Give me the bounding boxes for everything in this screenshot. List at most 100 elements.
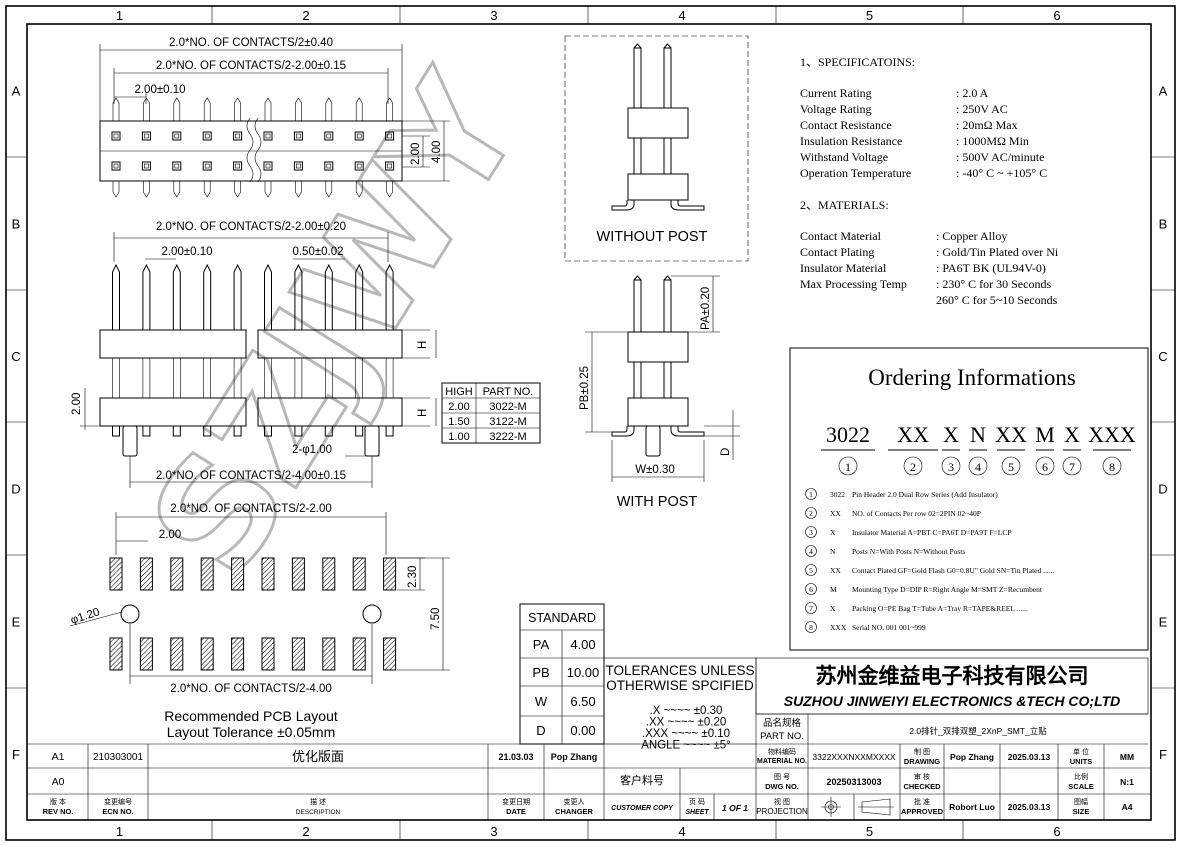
order-code-number: 1	[845, 460, 851, 474]
dim-mid-h2: H	[417, 409, 429, 417]
approved-label-en: APPROVED	[901, 807, 944, 816]
order-code-segment: 3022	[826, 422, 870, 447]
dim-pcb-height: 7.50	[430, 608, 442, 630]
order-item-circle	[805, 488, 817, 500]
top-pin	[386, 181, 393, 198]
grid-col-top: 3	[490, 8, 497, 23]
high-cell: 2.00	[448, 401, 469, 413]
order-item-code: X	[830, 528, 836, 537]
grid-col-top: 4	[678, 8, 685, 23]
dim-pcb-pitch: 2.00	[159, 529, 181, 541]
pcb-pad	[352, 557, 366, 591]
top-pin-square	[172, 161, 182, 171]
material-label: Contact Plating	[800, 245, 874, 259]
top-pin-square	[263, 161, 273, 171]
dim-mid-left: 2.00	[71, 393, 83, 415]
sheet-label-cn: 页 码	[689, 798, 705, 806]
order-code-number: 4	[975, 460, 981, 474]
watermark: SZJWY	[118, 46, 557, 604]
material-label-en: MATERIAL NO.	[757, 758, 807, 765]
label-without-post: WITHOUT POST	[597, 229, 708, 245]
front-pin-tail	[233, 425, 242, 437]
top-pin	[325, 181, 333, 198]
part-value: 2.0排针_双排双塑_2XnP_SMT_立贴	[909, 726, 1047, 736]
standard-key: PB	[532, 665, 549, 680]
tol-line: ANGLE ~~~~ ±5°	[641, 740, 731, 752]
dim-top-span: 2.0*NO. OF CONTACTS/2-2.00±0.15	[156, 60, 346, 72]
top-pin	[295, 181, 302, 198]
order-item-num: 7	[809, 604, 813, 613]
high-header-high: HIGH	[445, 386, 473, 398]
standard-key: PA	[533, 637, 550, 652]
front-pin	[294, 263, 303, 330]
top-pin	[325, 97, 333, 121]
order-code-number-circle	[903, 456, 923, 476]
company-block: 苏州金维益电子科技有限公司 SUZHOU JINWEIYI ELECTRONIC…	[755, 657, 1149, 715]
grid-col-top: 6	[1053, 8, 1060, 23]
units-value: MM	[1120, 752, 1134, 762]
order-item-num: 3	[809, 528, 813, 537]
dim-pcb-span: 2.0*NO. OF CONTACTS/2-2.00	[170, 503, 331, 515]
spec-heading: 1、SPECIFICATOINS:	[800, 55, 915, 69]
drawing-value: Pop Zhang	[950, 752, 994, 762]
rev-a1-date: 21.03.03	[498, 752, 533, 762]
pcb-pad	[261, 557, 275, 591]
rev-header-en: DESCRIPTION	[296, 809, 341, 816]
pcb-pad	[109, 557, 123, 591]
spec-value: : 250V AC	[956, 102, 1008, 116]
order-item-code: XX	[830, 566, 841, 575]
pcb-pad	[383, 557, 397, 591]
top-pin	[112, 97, 120, 121]
top-pin-square	[233, 161, 243, 171]
front-pin-tail	[172, 425, 181, 437]
grid-row-right: E	[1159, 615, 1168, 630]
side-view-with-post: PA±0.20 PB±0.25 W±0.30 D WITH POST	[579, 275, 740, 510]
dim-d: D	[720, 448, 732, 456]
order-code-segment: X	[943, 422, 959, 447]
specifications: 1、SPECIFICATOINS: Current Rating: 2.0 AV…	[800, 55, 1059, 307]
top-pin-square	[141, 161, 151, 171]
size-label-en: SIZE	[1073, 807, 1090, 816]
order-code-segment: N	[970, 422, 986, 447]
front-view: 2.0*NO. OF CONTACTS/2-2.00±0.20 2.00±0.1…	[71, 221, 437, 488]
customer-copy: CUSTOMER COPY	[611, 805, 674, 812]
high-cell: 3222-M	[489, 431, 526, 443]
grid-col-bottom: 6	[1053, 824, 1060, 839]
order-item-desc: Mounting Type D=DIP R=Right Angle M=SMT …	[852, 585, 1043, 594]
tol-line: .XXX ~~~~ ±0.10	[642, 728, 730, 740]
pcb-pad	[139, 637, 153, 671]
material-label-cn: 物料编码	[768, 747, 796, 756]
standard-key: W	[535, 694, 548, 709]
approved-value: Robort Luo	[949, 802, 995, 812]
standard-title: STANDARD	[528, 611, 596, 625]
order-item-code: M	[830, 585, 837, 594]
pcb-hole-right	[362, 604, 382, 624]
top-pin	[234, 181, 241, 198]
order-code-segment: X	[1064, 422, 1080, 447]
top-pin-square	[233, 131, 243, 141]
approved-label-cn: 批 准	[914, 797, 930, 806]
spec-label: Insulation Resistance	[800, 134, 902, 148]
pcb-pad	[291, 557, 305, 591]
post-left	[122, 425, 138, 457]
pcb-pad	[291, 637, 305, 671]
order-code-number-circle	[1001, 456, 1021, 476]
order-code-number-circle	[838, 456, 858, 476]
standard-value: 6.50	[570, 694, 595, 709]
order-item-desc: Pin Header 2.0 Dual Row Series (Add Insu…	[852, 490, 998, 499]
material-value: 260° C for 5~10 Seconds	[936, 293, 1058, 307]
tol-title-1: TOLERANCES UNLESS	[605, 663, 754, 678]
rev-a1-changer: Pop Zhang	[551, 752, 598, 762]
order-code-number: 2	[910, 460, 916, 474]
order-item-code: X	[830, 604, 836, 613]
high-cell: 3122-M	[489, 416, 526, 428]
projection-label-en: PROJECTION	[756, 807, 808, 816]
checked-label-en: CHECKED	[903, 782, 941, 791]
order-item-num: 2	[809, 509, 813, 518]
dim-top-pitch: 2.00±0.10	[134, 84, 185, 96]
top-pin	[355, 181, 363, 198]
size-value: A4	[1122, 802, 1133, 812]
top-pin	[295, 97, 302, 121]
order-item-code: XX	[830, 509, 841, 518]
